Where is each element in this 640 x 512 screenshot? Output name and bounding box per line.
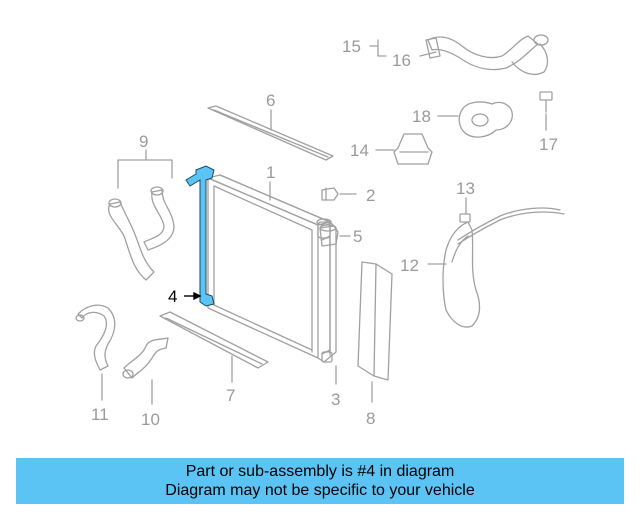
callout-11: 11 [91,405,109,424]
callout-14: 14 [350,141,369,160]
part-5-cap [319,224,339,247]
callout-5: 5 [353,227,362,246]
leader-16 [419,51,437,57]
part-15-16-hose-assembly [425,34,549,76]
part-4-highlighted-bracket [185,165,215,307]
callout-12: 12 [400,256,419,275]
part-13-reservoir-cap [459,213,471,223]
part-8-air-guide [357,261,393,381]
part-11-hose [75,304,116,371]
part-14-radiator-cap [393,133,433,165]
banner-line-2: Diagram may not be specific to your vehi… [165,482,475,499]
callout-3: 3 [331,390,340,409]
part-6-upper-seal [207,105,334,161]
part-1-radiator [207,174,337,363]
callout-8: 8 [366,409,375,428]
parts-diagram: 1 2 3 4 5 6 7 8 9 10 11 12 13 14 15 16 1… [75,34,565,429]
part-10-lower-hose [122,337,169,379]
callout-2: 2 [366,186,375,205]
callout-1: 1 [266,163,275,182]
part-2-bracket [321,187,339,201]
callout-7: 7 [226,386,235,405]
callout-10: 10 [141,410,160,429]
callout-9: 9 [139,132,148,151]
part-18-housing [458,101,513,138]
leader-15 [369,39,387,57]
leader-9 [117,149,173,189]
callout-16: 16 [392,51,411,70]
info-banner: Part or sub-assembly is #4 in diagram Di… [16,458,624,504]
callout-13: 13 [456,179,475,198]
callout-15: 15 [342,37,361,56]
banner-line-1: Part or sub-assembly is #4 in diagram [185,463,455,480]
callout-4: 4 [168,287,177,306]
part-7-lower-seal [159,311,269,369]
part-9-upper-hoses [107,186,175,281]
callout-6: 6 [266,91,275,110]
part-12-reservoir [442,207,565,328]
callout-18: 18 [412,107,431,126]
part-17-bolt [539,91,553,113]
callout-17: 17 [539,135,558,154]
leader-4 [184,291,202,301]
